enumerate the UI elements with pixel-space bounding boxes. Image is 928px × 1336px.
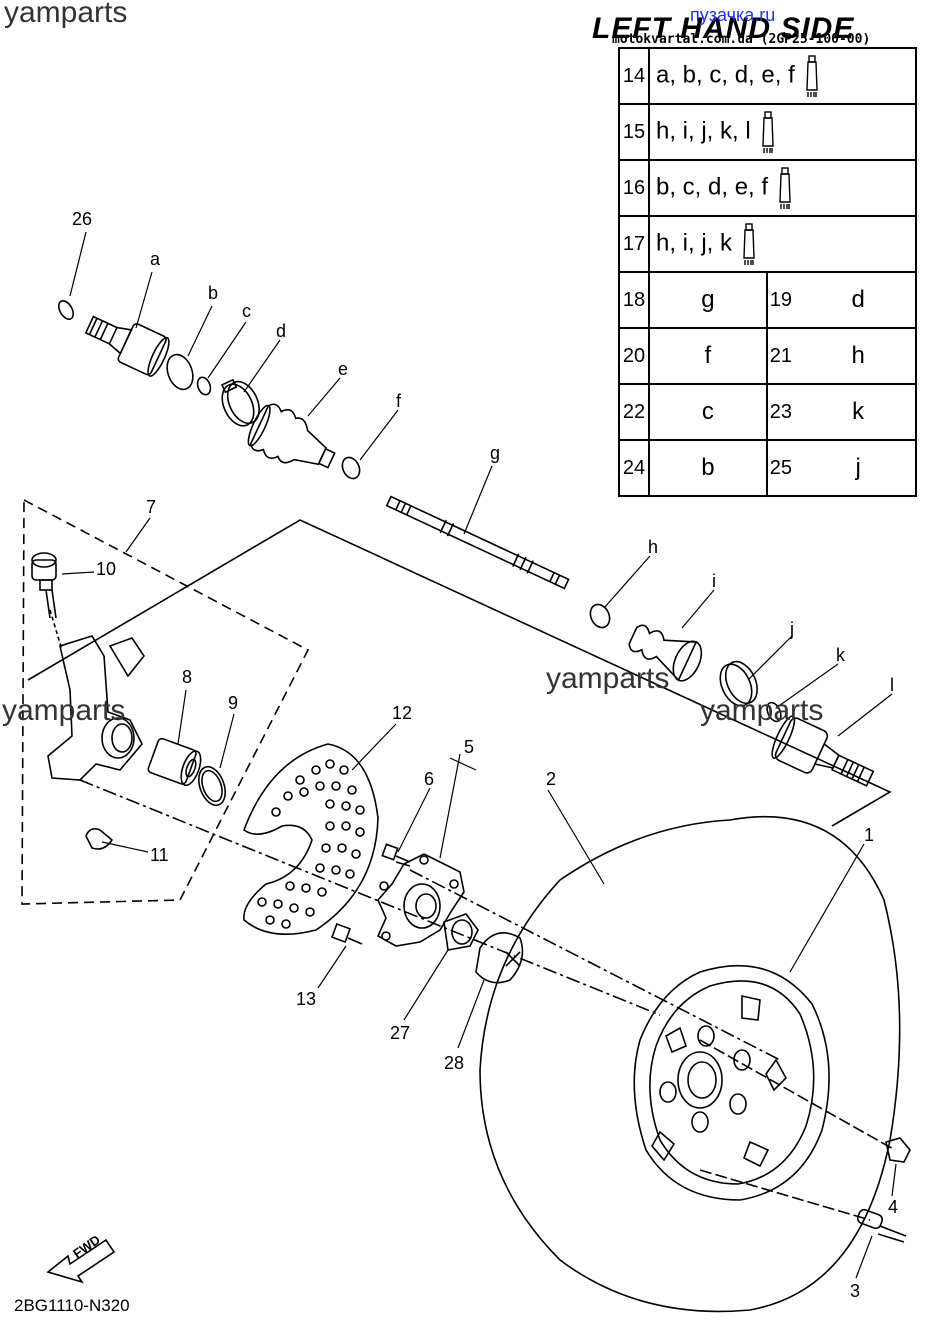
steering-knuckle (47, 635, 145, 781)
tire-2 (479, 816, 901, 1313)
row-number: 15 (618, 103, 650, 161)
callout-2: 2 (546, 769, 557, 789)
row-value: d (801, 271, 917, 329)
row-value: g (648, 271, 768, 329)
watermark-link[interactable]: пузачка.ru (690, 5, 776, 25)
table-row: 20 f 21 h (618, 327, 917, 385)
callout-j: j (790, 619, 794, 639)
callout-11: 11 (150, 845, 169, 865)
callout-5: 5 (464, 737, 475, 757)
row-codes: h, i, j, k (648, 215, 917, 273)
callout-7: 7 (146, 497, 157, 517)
row-codes: h, i, j, k, l (648, 103, 917, 161)
fwd-arrow (46, 1238, 116, 1284)
table-row: 18 g 19 d (618, 271, 917, 329)
callout-4: 4 (888, 1197, 899, 1217)
ball-joint-10 (31, 552, 57, 619)
row-number: 24 (618, 439, 650, 497)
table-row: 16 b, c, d, e, f (618, 159, 917, 217)
callout-g: g (490, 443, 501, 463)
watermark-yamparts-1: yamparts (4, 0, 128, 29)
row-number: 18 (618, 271, 650, 329)
row-number: 19 (765, 271, 802, 329)
boot-band-d (220, 378, 260, 427)
callout-k: k (836, 645, 845, 665)
callout-f: f (396, 391, 402, 411)
knuckle-assembly-dashed-box (21, 498, 310, 905)
row-number: 22 (618, 383, 650, 441)
page-title: LEFT HAND SIDE (592, 12, 855, 45)
callout-a: a (150, 249, 161, 269)
watermark-yamparts-2: yamparts (2, 694, 126, 727)
row-number: 17 (618, 215, 650, 273)
row-codes: a, b, c, d, e, f (648, 47, 917, 105)
boot-i (628, 624, 703, 682)
watermark-yamparts-3: yamparts (546, 662, 670, 695)
row-number: 16 (618, 159, 650, 217)
row-number: 25 (765, 439, 802, 497)
boot-e (247, 403, 336, 469)
watermark-site: motokvartal.com.ua (2GP25-100-00) (612, 32, 871, 47)
drive-shaft-g (385, 495, 570, 590)
row-value: j (801, 439, 917, 497)
row-number: 21 (765, 327, 802, 385)
axis-frame-lines (27, 519, 892, 827)
callout-27: 27 (390, 1023, 411, 1043)
grease-tube-icon (743, 223, 755, 265)
row-codes: b, c, d, e, f (648, 159, 917, 217)
callout-10: 10 (96, 559, 117, 579)
callout-c: c (242, 301, 251, 321)
callout-12: 12 (392, 703, 413, 723)
callout-9: 9 (228, 693, 239, 713)
row-value: b (648, 439, 768, 497)
row-number: 20 (618, 327, 650, 385)
table-row: 14 a, b, c, d, e, f (618, 47, 917, 105)
grease-tube-icon (761, 111, 774, 153)
row-value: h (801, 327, 917, 385)
diagram-code: 2BG1110-N320 (14, 1296, 130, 1315)
axle-nut-27 (443, 913, 479, 951)
row-value: f (648, 327, 768, 385)
leader-lines (61, 231, 897, 1279)
callout-h: h (648, 537, 659, 557)
callout-8: 8 (182, 667, 193, 687)
callout-l: l (890, 675, 894, 695)
brake-disc-12 (243, 743, 379, 936)
bearing-8 (147, 737, 202, 787)
table-row: 17 h, i, j, k (618, 215, 917, 273)
callout-d: d (276, 321, 287, 341)
grease-tube-icon (806, 55, 818, 97)
callout-b: b (208, 283, 219, 303)
callout-28: 28 (444, 1053, 465, 1073)
grease-tube-icon (779, 167, 791, 209)
row-value: c (648, 383, 768, 441)
callout-i: i (712, 571, 716, 591)
callout-13: 13 (296, 989, 317, 1009)
wheel-nut-4 (885, 1137, 911, 1163)
callout-26: 26 (72, 209, 93, 229)
row-value: k (801, 383, 917, 441)
callout-3: 3 (850, 1281, 861, 1301)
callout-6: 6 (424, 769, 435, 789)
table-row: 22 c 23 k (618, 383, 917, 441)
wheel-hub-5 (376, 853, 465, 947)
lubrication-table: 14 a, b, c, d, e, f 15 h, i, j, k, l 16 … (618, 47, 917, 497)
cv-joint-outer (84, 315, 170, 377)
cv-joint-inner (771, 715, 875, 787)
callout-e: e (338, 359, 349, 379)
table-row: 15 h, i, j, k, l (618, 103, 917, 161)
callout-1: 1 (864, 825, 875, 845)
valve-3 (856, 1208, 907, 1243)
table-row: 24 b 25 j (618, 439, 917, 497)
wheel-rim-1 (633, 964, 830, 1201)
watermark-yamparts-4: yamparts (700, 694, 824, 727)
row-number: 23 (765, 383, 802, 441)
hub-center-axis (79, 779, 661, 1016)
row-number: 14 (618, 47, 650, 105)
